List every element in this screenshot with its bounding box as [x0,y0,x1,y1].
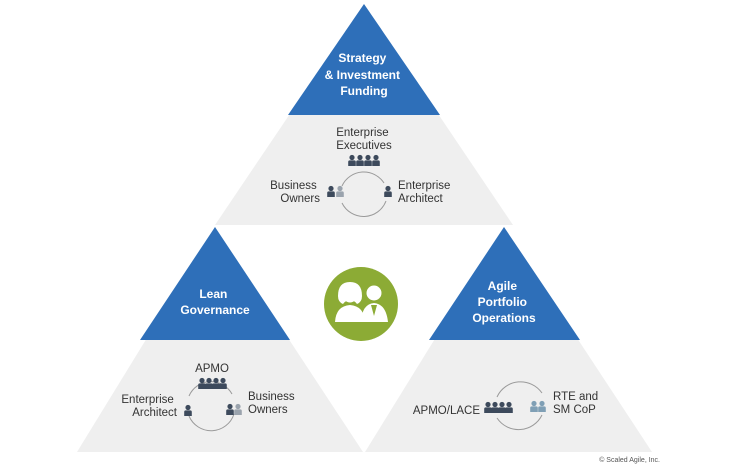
top-title-line: Strategy [338,51,386,65]
right-title: Agile Portfolio Operations [472,279,536,325]
center-people-icon [324,267,398,341]
cycle-arc-icon [341,171,385,187]
top-triangle: Strategy & Investment Funding Enterprise… [215,4,513,225]
cycle-arc-icon [188,413,235,432]
center-circle [324,267,398,341]
copyright-notice: © Scaled Agile, Inc. [599,456,660,464]
top-title-line: Funding [340,84,387,98]
top-label-left: Business Owners [270,180,320,205]
left-label-top: APMO [195,363,229,375]
right-label-right: RTE and SM CoP [553,391,601,416]
top-triangle-cap [288,4,440,115]
left-label-right: Business Owners [248,391,298,416]
cycle-arc-icon [496,414,543,431]
cycle-arc-icon [341,200,387,217]
top-title-line: & Investment [325,68,400,82]
top-label-top: Enterprise Executives [336,127,392,152]
people-icon [335,282,388,322]
left-title: Lean Governance [180,287,250,317]
right-label-left: APMO/LACE [413,405,480,417]
cycle-arc-icon [496,381,543,398]
right-triangle: Agile Portfolio Operations APMO/LACE RTE… [365,227,652,452]
left-label-left: Enterprise Architect [121,394,177,419]
left-triangle-cap [140,227,290,340]
right-triangle-cap [429,227,580,340]
top-label-right: Enterprise Architect [398,180,454,205]
top-title: Strategy & Investment Funding [325,51,404,98]
left-triangle: Lean Governance APMO Enterprise Architec… [77,227,363,452]
